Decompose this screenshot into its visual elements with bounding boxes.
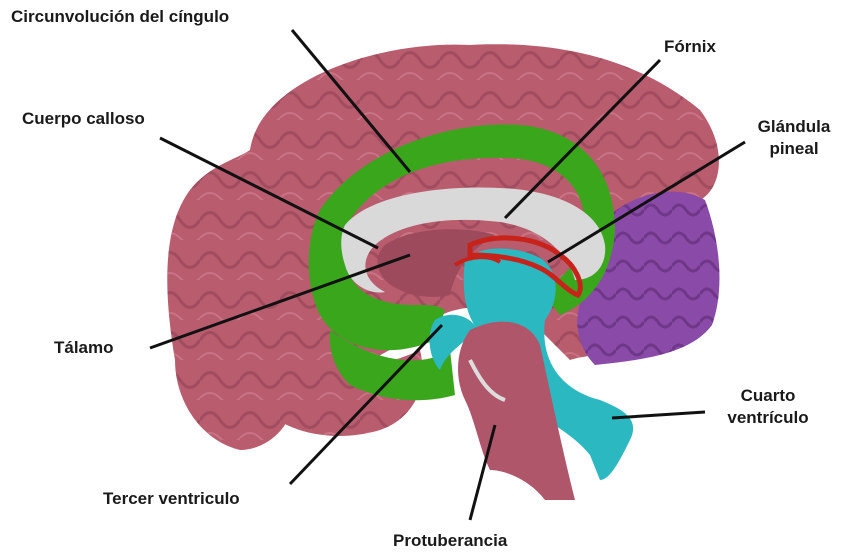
label-fourth-ventricle: Cuarto ventrículo xyxy=(712,385,824,429)
label-pineal-gland: Glándula pineal xyxy=(752,116,836,160)
label-corpus-callosum: Cuerpo calloso xyxy=(22,108,145,130)
label-pons: Protuberancia xyxy=(393,530,507,552)
label-fourth-ventricle-line1: Cuarto xyxy=(712,385,824,407)
label-pineal-line1: Glándula xyxy=(752,116,836,138)
label-cingulate-gyrus: Circunvolución del cíngulo xyxy=(11,6,229,28)
label-fourth-ventricle-line2: ventrículo xyxy=(712,407,824,429)
label-thalamus: Tálamo xyxy=(54,337,114,359)
label-third-ventricle: Tercer ventriculo xyxy=(103,488,240,510)
label-fornix: Fórnix xyxy=(664,36,716,58)
label-pineal-line2: pineal xyxy=(752,138,836,160)
